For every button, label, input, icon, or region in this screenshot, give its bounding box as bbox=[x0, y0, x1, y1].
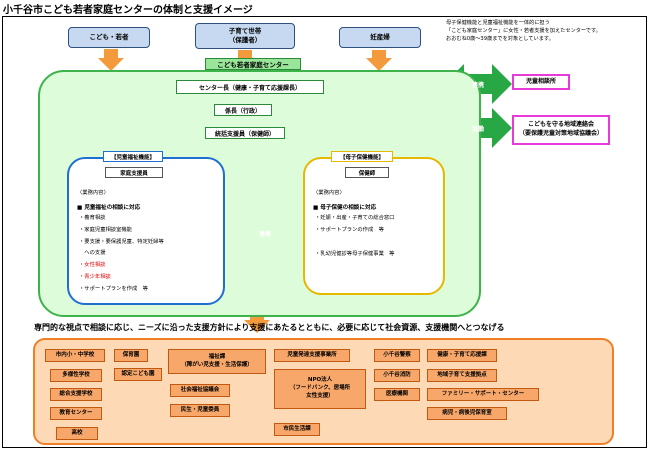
council-name: こどもを守る地域連絡会 bbox=[527, 121, 594, 129]
link-label-council: 協働 bbox=[471, 126, 484, 133]
resource-shimin: 市民生活課 bbox=[274, 423, 320, 436]
resource-label: 多様性学校 bbox=[62, 371, 90, 378]
orange-arrow-children bbox=[98, 49, 124, 71]
section-chief-label: 係長（行政） bbox=[224, 107, 261, 115]
resource-sublabel: （障がい児支援・生活保護） bbox=[181, 361, 253, 368]
resource-label: 医療機関 bbox=[385, 390, 408, 397]
welfare-item: への支援 bbox=[79, 250, 106, 256]
resource-byouji: 病児・病後児保育室 bbox=[427, 407, 507, 420]
welfare-main-item: ■ 児童福祉の相談に対応 bbox=[77, 205, 141, 211]
pregnant-label: 妊産婦 bbox=[370, 33, 390, 42]
resource-hoikuen: 保育園 bbox=[114, 349, 148, 362]
resource-label: 教育センター bbox=[59, 409, 93, 416]
resource-label: 社会福祉協議会 bbox=[180, 386, 220, 393]
bottom-caption: 専門的な視点で相談に応じ、ニーズに沿った支援方針により支援にあたるとともに、必要… bbox=[34, 323, 505, 332]
council-box: こどもを守る地域連絡会 （要保護児童対策地域協議会） bbox=[512, 115, 610, 145]
jidou-soudanjo-label: 児童相談所 bbox=[525, 77, 556, 85]
welfare-item: ・要支援・要保護児童、特定妊婦等 bbox=[79, 239, 164, 245]
resource-label: 民生・児童委員 bbox=[180, 406, 220, 413]
resource-keisatsu: 小千谷警察 bbox=[374, 349, 420, 362]
resource-nintei: 認定こども園 bbox=[114, 368, 162, 381]
resource-label: 認定こども園 bbox=[121, 370, 155, 377]
resource-label: 児童発達支援事業所 bbox=[287, 351, 337, 358]
resource-iryou: 医療機関 bbox=[374, 388, 420, 401]
maternal-item: ・サポートプランの作成 等 bbox=[315, 227, 384, 233]
center-name-label: こども若者家庭センター bbox=[217, 61, 289, 69]
welfare-title-label: 【児童福祉機能】 bbox=[110, 154, 155, 161]
resource-npo: NPO法人（フードバンク、居場所女性支援） bbox=[274, 369, 366, 409]
resource-label: 保育園 bbox=[122, 351, 140, 358]
note-line-3: おおむね0歳～39歳までを対象としています。 bbox=[446, 36, 554, 43]
resource-chiiki: 地域子育て支援拠点 bbox=[427, 369, 497, 382]
box-child-rearing: 子育て世帯 （保護者） bbox=[195, 23, 295, 49]
resource-label: 病児・病後児保育室 bbox=[442, 409, 492, 416]
diagram-frame bbox=[2, 16, 647, 448]
resource-sublabel: （フードバンク、居場所 bbox=[289, 385, 351, 392]
child-rearing-label: 子育て世帯 bbox=[228, 27, 262, 36]
resource-label: 高校 bbox=[71, 429, 83, 436]
note-line-2: 「こども家庭センター」に女性・若者支援を加えたセンターです。 bbox=[446, 28, 601, 35]
resource-family-support: ファミリー・サポート・センター bbox=[427, 388, 539, 401]
resource-label: 市内小・中学校 bbox=[55, 351, 95, 358]
orange-arrow-pregnant bbox=[366, 50, 392, 71]
welfare-panel-title: 【児童福祉機能】 bbox=[103, 151, 163, 162]
box-pregnant: 妊産婦 bbox=[339, 27, 421, 48]
resource-fukushika: 福祉課（障がい児支援・生活保護） bbox=[168, 349, 266, 374]
note-line-1: 母子保健機能と児童福祉機能を一体的に担う bbox=[446, 20, 550, 26]
resource-koukou: 高校 bbox=[56, 427, 98, 440]
resource-shoubou: 小千谷消防 bbox=[374, 369, 420, 382]
welfare-item-highlight: ・青少年相談 bbox=[79, 274, 111, 280]
maternal-staff: 保健師 bbox=[345, 167, 389, 178]
welfare-item: ・養育相談 bbox=[79, 215, 106, 221]
maternal-item: ・妊娠・出産・子育ての総合窓口 bbox=[315, 215, 395, 221]
resource-label: 小千谷消防 bbox=[383, 371, 411, 378]
resource-label: 地域子育て支援拠点 bbox=[437, 371, 487, 378]
box-children-youth: こども・若者 bbox=[68, 27, 150, 48]
welfare-staff-label: 家庭支援員 bbox=[120, 170, 148, 177]
coordinator-label: 統括支援員（保健師） bbox=[214, 130, 275, 138]
maternal-staff-label: 保健師 bbox=[358, 170, 376, 177]
link-label-jidou: 連携 bbox=[471, 82, 484, 89]
welfare-item: ・サポートプランを作成 等 bbox=[79, 286, 148, 292]
welfare-item: ・家庭児童相談室機能 bbox=[79, 227, 132, 233]
resource-sougou: 総合支援学校 bbox=[50, 388, 102, 401]
council-sub: （要保護児童対策地域協議会） bbox=[518, 130, 603, 137]
resource-sublabel: 女性支援） bbox=[306, 392, 334, 399]
resource-kyouiku: 教育センター bbox=[50, 407, 102, 420]
resource-shakyo: 社会福祉協議会 bbox=[170, 384, 230, 397]
coordinator: 統括支援員（保健師） bbox=[205, 127, 285, 139]
resource-label: 小千谷警察 bbox=[383, 351, 411, 358]
resource-minsei: 民生・児童委員 bbox=[170, 404, 230, 417]
resource-label: 市民生活課 bbox=[283, 425, 311, 432]
director-label: センター長（健康・子育て応援課長） bbox=[198, 84, 301, 92]
resource-jidou-hattatsu: 児童発達支援事業所 bbox=[274, 349, 350, 362]
center-name: こども若者家庭センター bbox=[205, 58, 301, 70]
maternal-title-label: 【母子保健機能】 bbox=[339, 154, 384, 161]
center-director: センター長（健康・子育て応援課長） bbox=[176, 80, 324, 94]
resource-label: 健康・子育て応援課 bbox=[437, 351, 487, 358]
children-youth-label: こども・若者 bbox=[89, 33, 129, 42]
resource-label: 福祉課 bbox=[208, 353, 226, 360]
maternal-work-heading: 〈業務内容〉 bbox=[313, 190, 345, 196]
resource-label: 総合支援学校 bbox=[59, 390, 93, 397]
welfare-work-heading: 〈業務内容〉 bbox=[77, 190, 109, 196]
resource-schools: 市内小・中学校 bbox=[45, 349, 105, 362]
jidou-soudanjo-box: 児童相談所 bbox=[512, 74, 570, 90]
page-title: 小千谷市こども若者家庭センターの体制と支援イメージ bbox=[3, 5, 253, 16]
welfare-item-highlight: ・女性相談 bbox=[79, 262, 106, 268]
resource-tayousei: 多様性学校 bbox=[50, 369, 102, 382]
maternal-panel-title: 【母子保健機能】 bbox=[331, 151, 393, 162]
resource-kenkou: 健康・子育て応援課 bbox=[427, 349, 497, 362]
resource-label: NPO法人 bbox=[307, 377, 333, 384]
resource-label: ファミリー・サポート・センター bbox=[441, 390, 525, 397]
maternal-item: ・乳幼児健診等母子保健事業 等 bbox=[315, 251, 395, 257]
welfare-staff: 家庭支援員 bbox=[105, 167, 163, 178]
middle-link-label: 連携 bbox=[258, 231, 271, 238]
description-note: 母子保健機能と児童福祉機能を一体的に担う「こども家庭センター」に女性・若者支援を… bbox=[446, 19, 601, 43]
guardian-label: （保護者） bbox=[228, 36, 262, 44]
section-chief: 係長（行政） bbox=[214, 104, 272, 116]
maternal-main-item: ■ 母子保健の相談に対応 bbox=[313, 205, 377, 211]
